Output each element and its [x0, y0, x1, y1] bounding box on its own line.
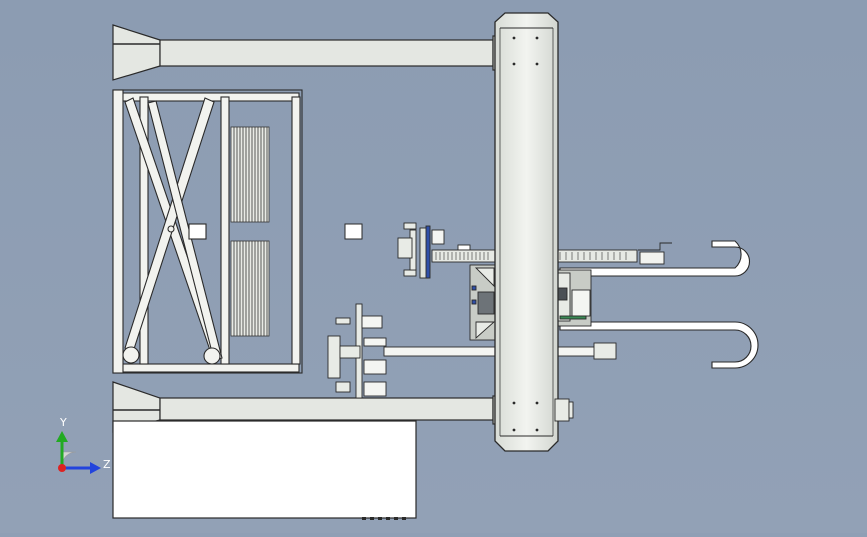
- lower-cable-loop: [559, 321, 759, 369]
- top-beam: [112, 24, 500, 81]
- triad-origin: [58, 464, 66, 472]
- scissor-roller-right: [203, 347, 221, 365]
- column-bolts: [512, 36, 539, 432]
- sheet-stack-lower: [230, 240, 270, 337]
- coordinate-triad: Y Z: [56, 416, 111, 474]
- z-axis-arrow-head: [90, 462, 101, 474]
- carriage-green-strip: [559, 315, 587, 320]
- y-axis-arrow-head: [56, 431, 68, 442]
- triad-plane-indicator: [61, 451, 77, 467]
- base-plate-feet: [362, 517, 406, 520]
- carriage-right-block: [552, 269, 592, 327]
- top-beam-end-cap: [112, 24, 161, 81]
- upper-rail: [431, 242, 672, 265]
- scissor-pivot: [167, 225, 175, 233]
- scissor-lift-frame: [112, 89, 303, 374]
- z-axis-label: Z: [103, 458, 111, 471]
- bottom-beam: [112, 381, 500, 433]
- upper-gripper: [397, 222, 471, 279]
- column-motor: [554, 398, 574, 422]
- upper-gripper-blue-plate: [425, 225, 431, 279]
- sensor-block-left: [188, 223, 207, 240]
- base-plate: [112, 420, 417, 519]
- lower-gripper: [327, 303, 387, 399]
- carriage-left-block: [469, 264, 497, 341]
- y-axis-label: Y: [59, 416, 67, 429]
- scissor-roller-left: [122, 346, 140, 364]
- main-column: [494, 12, 559, 452]
- sensor-block-center: [344, 223, 363, 240]
- sheet-stack-upper: [230, 126, 270, 223]
- lower-rod: [383, 342, 617, 360]
